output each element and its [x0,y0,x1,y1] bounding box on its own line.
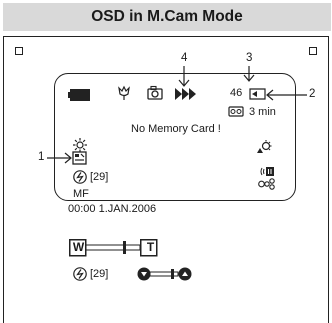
callout-3: 3 [246,52,253,64]
section-header: OSD in M.Cam Mode [3,3,331,31]
photo-mode-icon [72,151,87,165]
white-balance-icon [257,140,272,153]
lcd-screen-outline [54,73,296,201]
zoom-tele-label: T [146,240,155,254]
triple-play-icon [175,88,196,100]
flash-icon [73,267,87,281]
manual-focus-indicator: MF [73,188,89,200]
frame-corner-mark [309,47,317,55]
dsp-icon [258,178,275,190]
bottom-flash-count: [29] [90,268,109,280]
flash-icon [73,170,87,184]
figure-frame [3,36,329,323]
frame-corner-mark [15,47,23,55]
zoom-wide-label: W [72,240,85,254]
tape-icon [228,106,244,117]
camera-icon [147,85,163,100]
remaining-time: 3 min [249,106,276,118]
callout-4: 4 [181,52,188,64]
speaker-icon [260,167,274,176]
date-time-stamp: 00:00 1.JAN.2006 [68,203,157,215]
memory-card-icon [249,88,266,100]
header-title: OSD in M.Cam Mode [91,8,243,25]
zoom-bar-icon [69,239,158,257]
shot-counter: 46 [230,87,243,99]
callout-2: 2 [309,88,316,100]
program-ae-icon [73,138,87,152]
exposure-bar-icon [137,267,192,281]
callout-1: 1 [38,151,45,163]
battery-icon [68,89,90,101]
no-card-message: No Memory Card ! [131,123,221,135]
flash-shot-count: [29] [90,171,109,183]
tulip-icon [118,85,130,100]
